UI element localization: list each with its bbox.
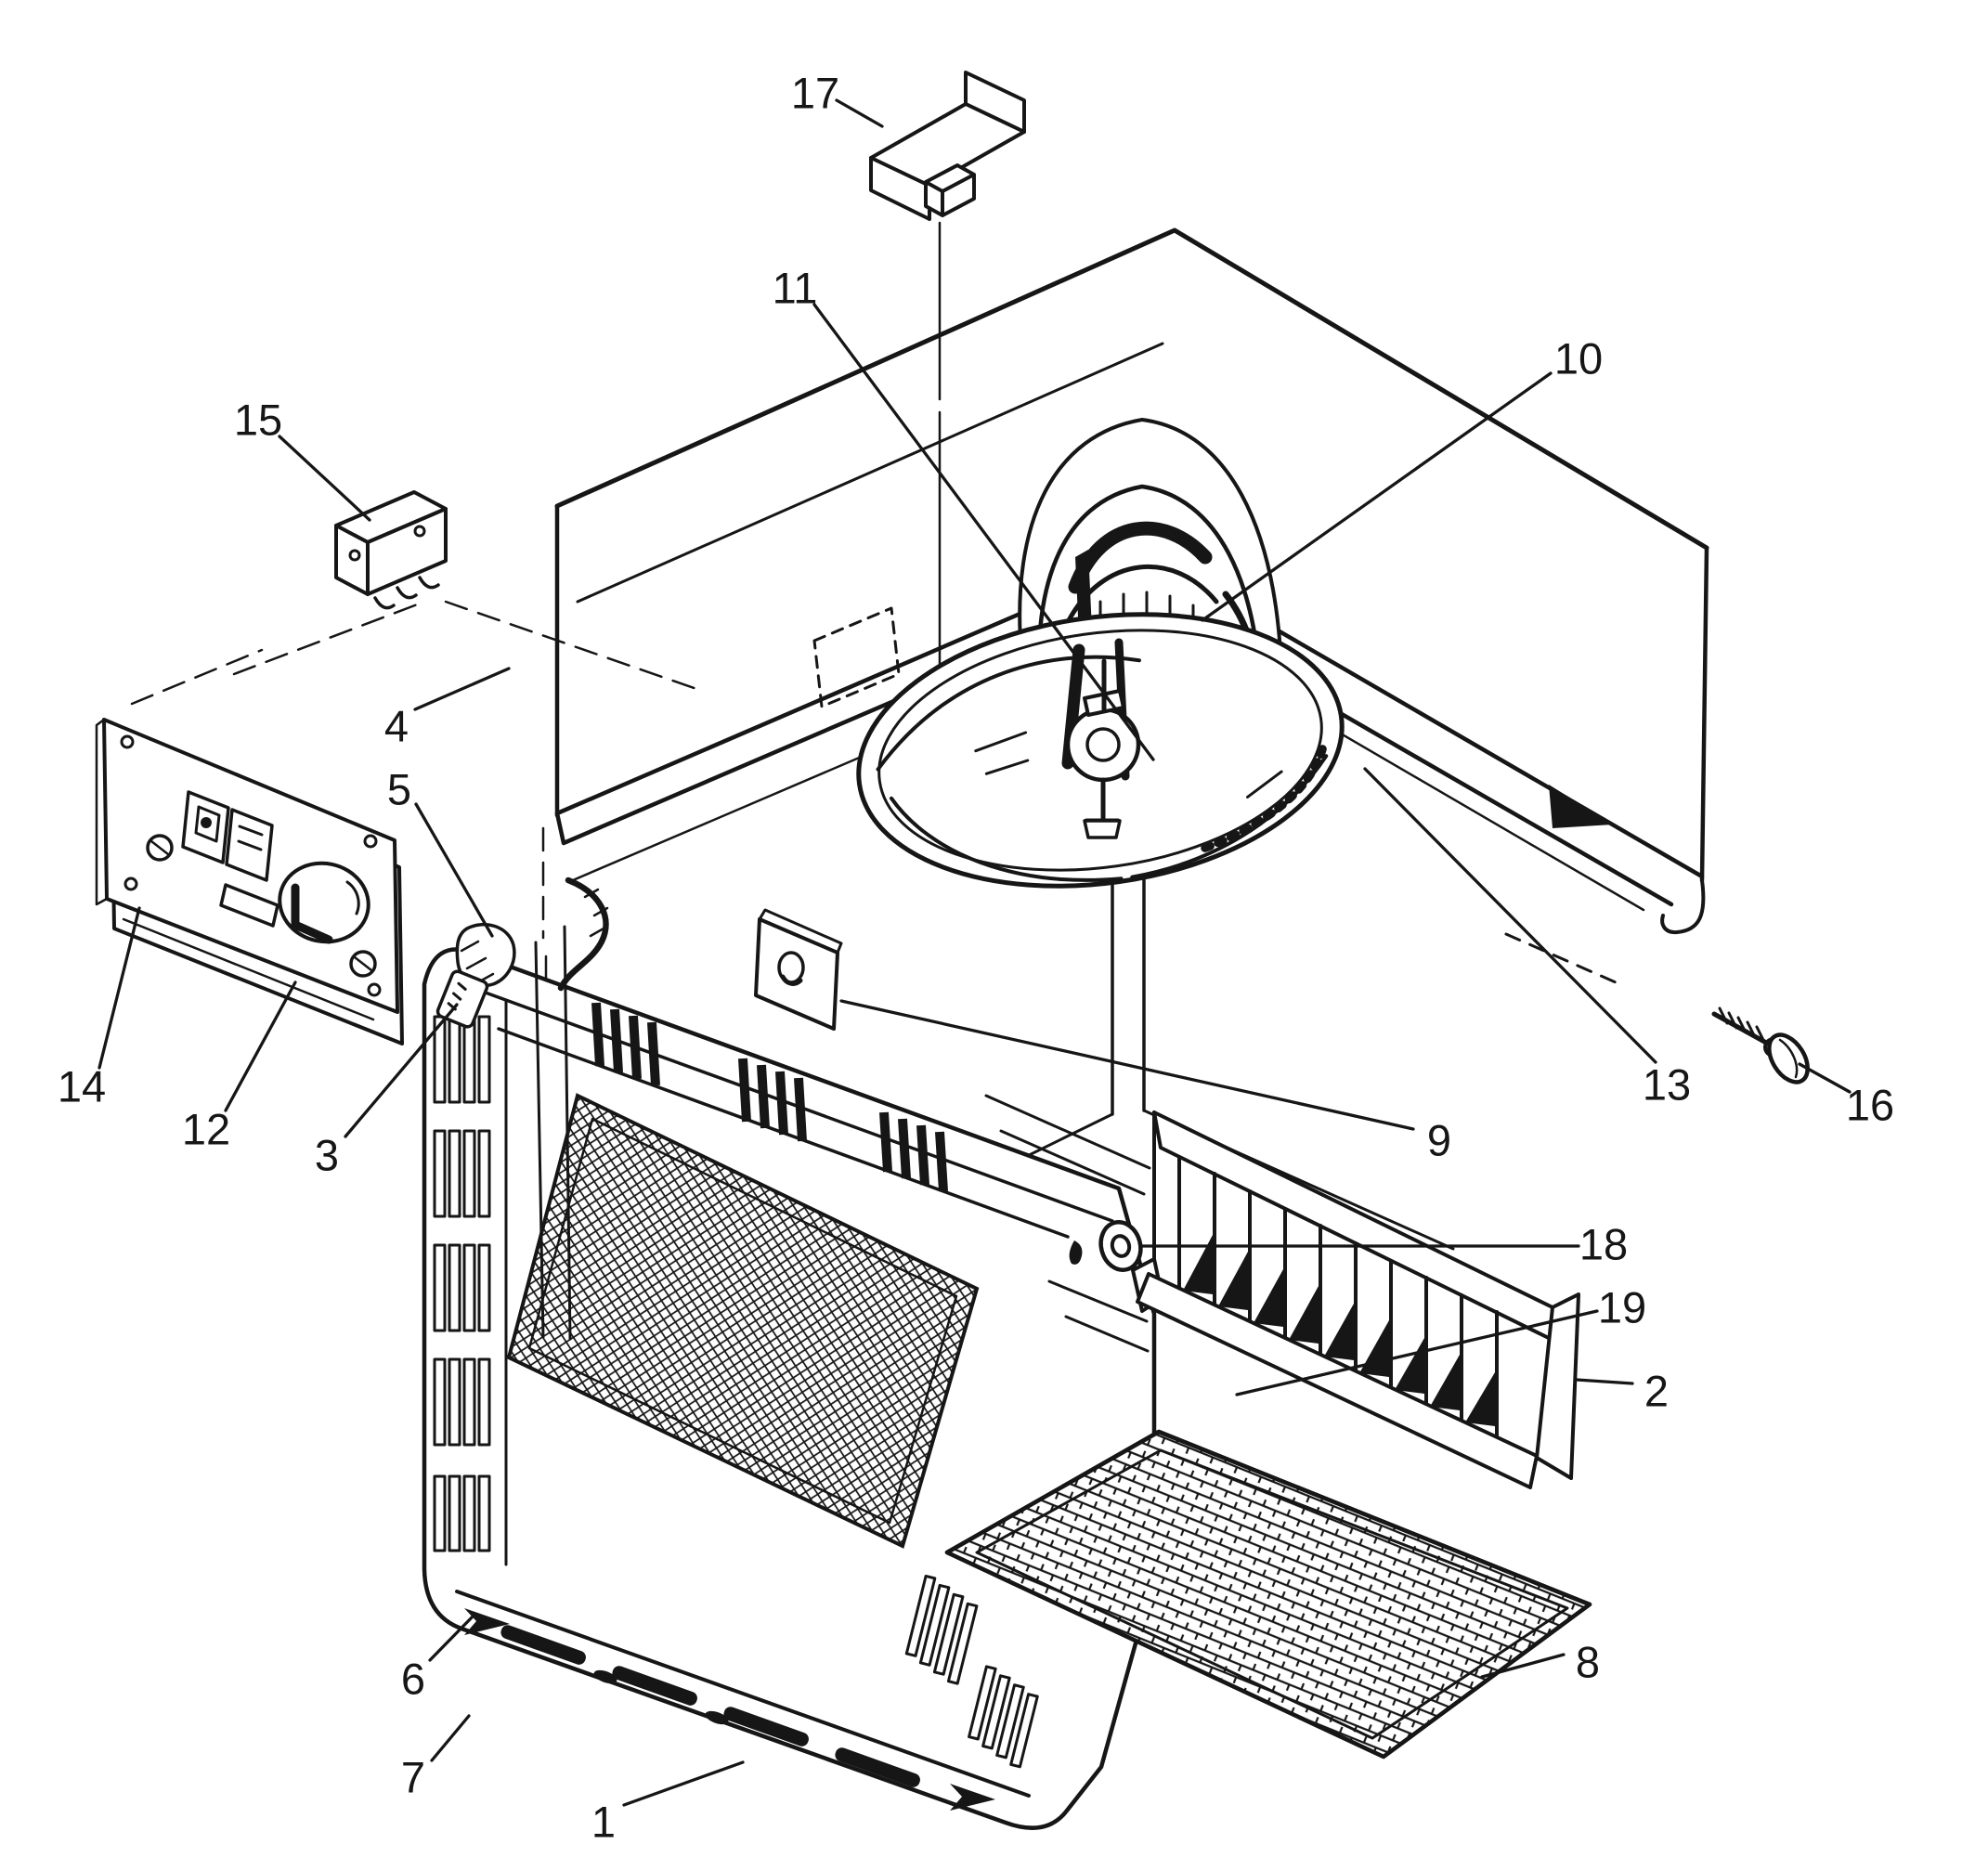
lamp-bulb <box>455 923 516 988</box>
blade-ticks <box>974 731 1283 799</box>
damper-louvers <box>1177 1155 1499 1439</box>
alignment-dash-bracket-to-housing <box>444 600 704 693</box>
grease-filter <box>944 1429 1592 1760</box>
rail-shadow-triangle <box>1549 785 1613 828</box>
part-leader-6 <box>428 1614 475 1662</box>
top-mounting-bracket <box>869 71 1026 221</box>
part-leader-8 <box>1480 1653 1566 1679</box>
part-label-17: 17 <box>791 69 839 118</box>
pan-top-vent-slats <box>591 1002 948 1192</box>
pan-rear-flange-lines <box>984 1094 1151 1353</box>
alignment-dash-panel-top <box>130 648 264 706</box>
panel-thickness-edge <box>95 718 109 906</box>
part-leader-1 <box>622 1760 745 1807</box>
part-leader-12 <box>224 980 297 1112</box>
pan-left-vent-slats <box>433 1015 491 1552</box>
part-leader-5 <box>414 802 494 938</box>
housing-wall-seam <box>576 342 1164 604</box>
part-leader-10 <box>1201 371 1553 622</box>
part-label-6: 6 <box>401 1655 425 1704</box>
part-leader-16 <box>1798 1062 1852 1094</box>
bottom-pan <box>422 877 1157 1830</box>
part-label-5: 5 <box>387 765 411 814</box>
fan-hub <box>1065 707 1141 783</box>
part-leader-19 <box>1235 1309 1599 1396</box>
part-label-7: 7 <box>401 1753 425 1802</box>
part-leader-11 <box>812 303 1155 761</box>
part-label-15: 15 <box>234 396 282 445</box>
damper-bottom-rail <box>1136 1272 1539 1489</box>
part-leader-2 <box>1575 1378 1634 1385</box>
part-label-3: 3 <box>315 1131 339 1180</box>
hidden-edge-dashes <box>1504 932 1618 984</box>
part-leader-4 <box>413 667 511 711</box>
part-label-14: 14 <box>58 1062 106 1111</box>
pan-chevron-cutout-right <box>950 1784 995 1811</box>
pan-mesh-window <box>506 1093 980 1549</box>
part-leader-3 <box>344 1003 459 1138</box>
pan-bottom-slots <box>455 1590 1031 1811</box>
damper-end-cap <box>1535 1292 1580 1480</box>
part-label-11: 11 <box>773 264 818 313</box>
part-label-16: 16 <box>1846 1081 1894 1130</box>
part-label-12: 12 <box>182 1105 230 1154</box>
part-label-8: 8 <box>1576 1638 1600 1687</box>
side-bracket <box>334 490 448 610</box>
part-label-1: 1 <box>591 1798 616 1847</box>
filter-rim <box>975 1448 1569 1740</box>
support-plate <box>754 908 843 1031</box>
rotary-switch-lever <box>291 883 333 944</box>
hub-base <box>1083 819 1122 839</box>
pan-chevron-cutout-left <box>464 1608 510 1635</box>
control-panel-assembly <box>95 718 404 1045</box>
wiring-harness <box>557 877 609 992</box>
part-leader-15 <box>278 435 371 522</box>
part-label-9: 9 <box>1427 1116 1451 1165</box>
mounting-screw <box>1711 1006 1810 1084</box>
part-leader-14 <box>97 906 141 1070</box>
pan-right-vent-slats-b <box>968 1665 1039 1769</box>
housing-flange-hook <box>1660 878 1706 935</box>
pan-right-vent-slats-a <box>904 1574 979 1685</box>
bracket-prongs <box>373 576 440 610</box>
part-label-2: 2 <box>1644 1367 1669 1416</box>
part-label-4: 4 <box>384 702 409 751</box>
part-label-10: 10 <box>1554 334 1603 383</box>
fan-hub-ring <box>1085 727 1121 762</box>
part-leader-13 <box>1363 767 1657 1064</box>
housing-top-edges <box>554 227 1709 551</box>
pan-mesh-window-rim <box>527 1117 958 1525</box>
part-leader-7 <box>430 1714 471 1762</box>
part-leader-9 <box>839 999 1415 1131</box>
part-label-18: 18 <box>1579 1220 1628 1269</box>
part-label-19: 19 <box>1598 1283 1646 1332</box>
panel-hem-line <box>122 917 375 1021</box>
panel-slot-cutout <box>219 883 279 928</box>
part-label-13: 13 <box>1643 1060 1691 1110</box>
alignment-dash-panel-to-bracket <box>232 602 422 676</box>
housing-knockout-dashed <box>812 606 901 708</box>
blade-sweep-lines <box>876 655 1329 882</box>
housing-front-right-edge <box>1699 545 1709 883</box>
fan-assembly <box>856 418 1345 889</box>
damper-assembly <box>1069 1110 1580 1489</box>
mounting-grommet <box>1069 1220 1143 1272</box>
part-leader-17 <box>835 98 884 128</box>
